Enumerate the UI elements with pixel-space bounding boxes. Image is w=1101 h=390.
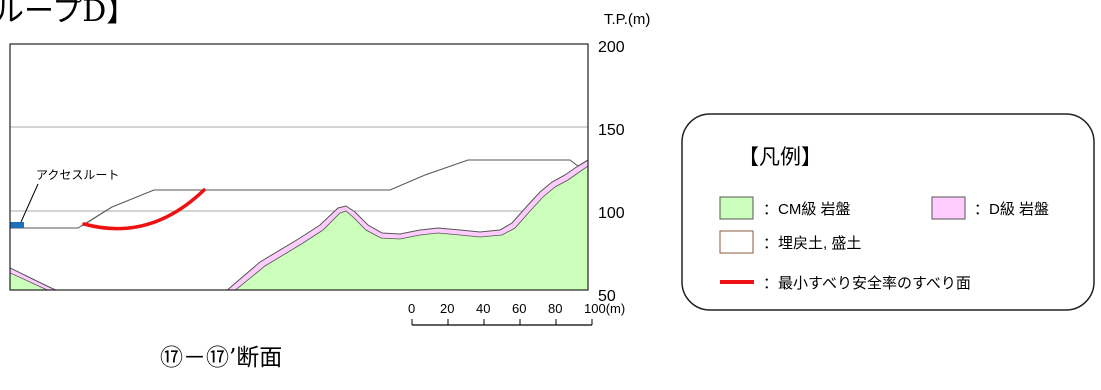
axis-ticks: 200 150 100 50 — [598, 39, 625, 305]
group-title: ループD】 — [0, 0, 137, 29]
section-caption: ⑰－⑰’断面 — [160, 345, 283, 371]
scale-bar-label: 80 — [548, 301, 562, 316]
axis-tick-label: 50 — [598, 288, 616, 305]
axis-tick-label: 150 — [598, 122, 625, 139]
scale-bar-label: 40 — [476, 301, 490, 316]
plot-frame — [9, 43, 589, 291]
legend-swatch-fill — [719, 230, 754, 254]
slope-line — [81, 206, 113, 227]
legend-label-d: ：D級 岩盤 — [974, 201, 1049, 218]
legend-box — [681, 113, 1095, 311]
access-route-leader — [20, 183, 39, 223]
access-route-label: アクセスルート — [36, 168, 119, 182]
cm-rock-body — [234, 165, 588, 290]
legend-label-cm: ：CM級 岩盤 — [763, 201, 851, 218]
scale-bar-label: 60 — [512, 301, 526, 316]
slip-surface — [82, 188, 206, 231]
access-route-marker — [10, 222, 24, 228]
legend-swatch-d — [931, 196, 966, 220]
legend-label-fill: ：埋戻土, 盛土 — [763, 235, 861, 252]
scale-bar-label: 100(m) — [584, 301, 625, 316]
axis-tick-label: 100 — [598, 205, 625, 222]
scale-bar-label: 20 — [440, 301, 454, 316]
scale-bar-label: 0 — [408, 301, 415, 316]
legend-title: 【凡例】 — [738, 145, 822, 169]
scale-bar: 0 20 40 60 80 100(m) — [408, 301, 625, 326]
cm-rock-left — [10, 272, 49, 290]
axis-tick-label: 200 — [598, 39, 625, 56]
legend-swatch-cm — [719, 196, 754, 220]
legend-label-slip: ：最小すべり安全率のすべり面 — [763, 274, 971, 292]
axis-unit-label: T.P.(m) — [604, 11, 650, 28]
